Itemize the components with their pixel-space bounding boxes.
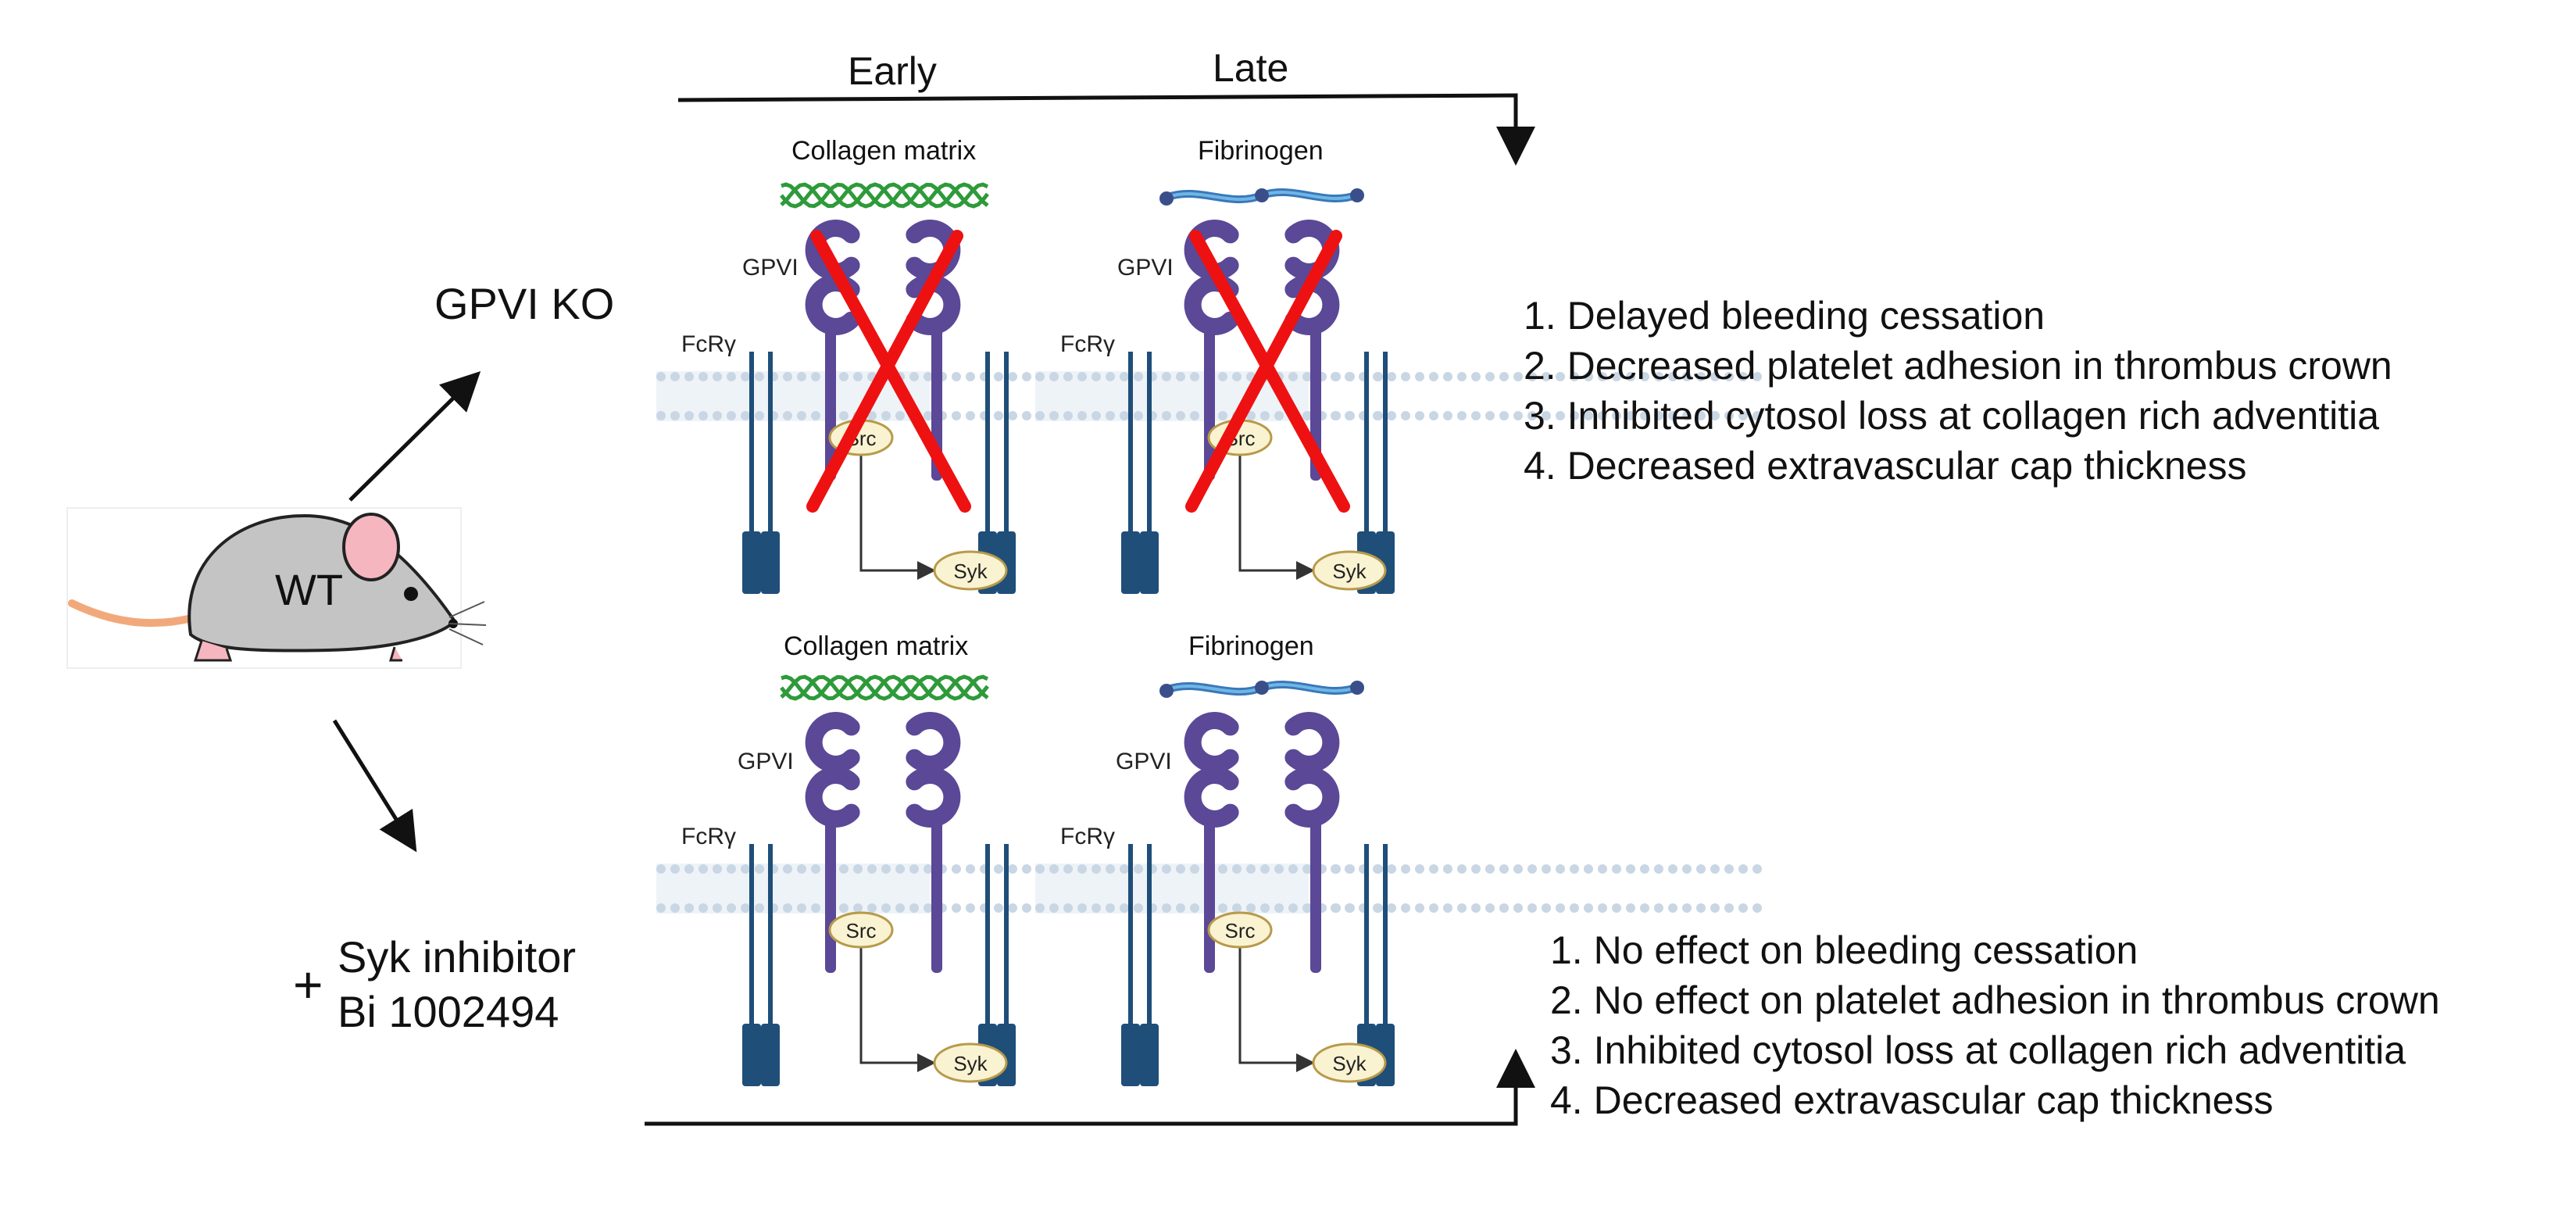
mouse-tail [68,599,199,628]
arrow-to-gpvi-ko [348,370,481,502]
arrow-to-syk-inhibitor [332,719,417,853]
condition-gpvi-ko: GPVI KO [434,279,615,328]
membrane-bilayer [1035,864,1762,914]
src-kinase-label: Src [1225,919,1256,942]
effect-syk-1: 1. No effect on bleeding cessation [1550,928,2138,972]
fibrinogen-icon [1159,681,1364,698]
panel4-gpvi-label: GPVI [1116,749,1172,774]
syk-kinase: Syk [1312,550,1387,591]
syk-kinase: Syk [933,550,1008,591]
panel1-ligand-label: Collagen matrix [791,136,977,166]
effects-list-gpvi-ko: 1. Delayed bleeding cessation 2. Decreas… [1524,291,2392,491]
effects-list-syk-inhibitor: 1. No effect on bleeding cessation 2. No… [1550,925,2440,1125]
timeline-bracket-top [677,93,1535,166]
gpvi-receptor-dimer [1184,712,1340,973]
mouse-label-wt: WT [275,565,344,614]
syk-kinase-label: Syk [953,1052,988,1075]
condition-syk-inhibitor: Syk inhibitor [338,932,577,981]
src-kinase: Src [1207,911,1273,949]
panel2-ligand-label: Fibrinogen [1198,136,1324,166]
effect-ko-3: 3. Inhibited cytosol loss at collagen ri… [1524,394,2380,438]
mouse-eye [404,587,418,601]
effect-ko-4: 4. Decreased extravascular cap thickness [1524,444,2247,488]
effect-syk-3: 3. Inhibited cytosol loss at collagen ri… [1550,1028,2406,1072]
panel2-fcr-label: FcRγ [1060,331,1115,357]
panel1-fcr-label: FcRγ [681,331,736,357]
src-kinase: Src [828,911,894,949]
syk-kinase-label: Syk [1332,1052,1367,1075]
collagen-matrix-icon [780,674,989,701]
condition-plus-sign: + [293,956,323,1014]
timeline-label-late: Late [1213,46,1289,90]
panel2-gpvi-label: GPVI [1117,255,1174,281]
mouse-whiskers [448,601,487,645]
panel3-ligand-label: Collagen matrix [784,631,969,661]
effect-ko-2: 2. Decreased platelet adhesion in thromb… [1524,344,2392,388]
src-kinase-label: Src [846,919,877,942]
panel4-ligand-label: Fibrinogen [1188,631,1314,661]
panel3-gpvi-label: GPVI [738,749,794,774]
condition-syk-compound: Bi 1002494 [338,987,559,1036]
syk-kinase: Syk [1312,1042,1387,1083]
mouse-ear [342,513,400,581]
syk-kinase: Syk [933,1042,1008,1083]
collagen-matrix-icon [780,182,989,209]
panel3-fcr-label: FcRγ [681,824,736,849]
timeline-bracket-bottom [645,1049,1535,1126]
syk-kinase-label: Syk [953,560,988,583]
effect-syk-2: 2. No effect on platelet adhesion in thr… [1550,978,2440,1022]
panel1-gpvi-label: GPVI [742,255,799,281]
syk-kinase-label: Syk [1332,560,1367,583]
effect-syk-4: 4. Decreased extravascular cap thickness [1550,1078,2274,1122]
fibrinogen-icon [1159,188,1364,206]
mouse-illustration [66,507,487,669]
mouse-hind-paw [193,640,233,662]
effect-ko-1: 1. Delayed bleeding cessation [1524,294,2045,338]
panel4-fcr-label: FcRγ [1060,824,1115,849]
knockout-cross-icon [1185,230,1350,513]
knockout-cross-icon [806,230,971,513]
mouse-front-paw [388,646,402,662]
timeline-label-early: Early [848,49,937,93]
